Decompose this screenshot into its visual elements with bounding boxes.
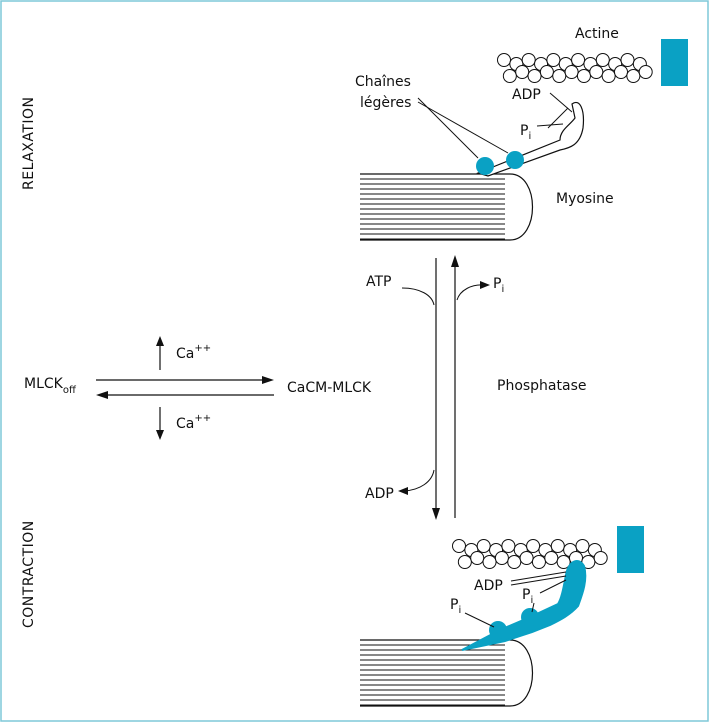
pi-top-label: Pi (520, 123, 531, 142)
actin-monomer (531, 555, 546, 569)
actin-monomer (556, 555, 571, 569)
light-chain-2 (506, 151, 524, 169)
actin-monomer (482, 555, 497, 569)
actin-monomer (620, 53, 635, 67)
myosin-head-attached (461, 560, 587, 651)
z-disc-top (661, 39, 688, 86)
actin-monomer (501, 539, 516, 553)
actin-monomer (502, 69, 517, 83)
actin-monomer (626, 69, 641, 83)
actin-monomer (595, 53, 610, 67)
adp-top-label: ADP (512, 87, 541, 103)
adp-bottom-label: ADP (474, 578, 503, 594)
actin-monomer (544, 551, 559, 565)
pi-mid-label: Pi (493, 276, 504, 295)
actin-monomer (575, 539, 590, 553)
pi-bottom-b-label: Pi (522, 587, 533, 606)
actin-monomer (546, 53, 561, 67)
myosin-filament-top (360, 173, 534, 241)
actine-label: Actine (575, 26, 619, 42)
contraction-label: CONTRACTION (21, 520, 37, 628)
actin-monomer (527, 69, 542, 83)
actin-monomer (576, 69, 591, 83)
ca-up-label: Ca++ (176, 343, 211, 362)
actin-monomer (494, 551, 509, 565)
cacm-mlck-label: CaCM-MLCK (287, 380, 372, 396)
actin-monomer (521, 53, 536, 67)
atp-label: ATP (366, 274, 391, 290)
actin-monomer (452, 539, 466, 553)
actin-monomer (476, 539, 491, 553)
actin-monomer (593, 551, 608, 565)
myosine-label: Myosine (556, 191, 614, 207)
actin-monomer (601, 69, 616, 83)
pi-bottom-a-label: Pi (450, 597, 461, 616)
phospho-light-chain-1 (489, 621, 507, 639)
ca-down-label: Ca++ (176, 413, 211, 432)
myosin-head-relaxed (476, 101, 585, 177)
actin-monomer (552, 69, 567, 83)
actin-monomer (515, 65, 530, 79)
adp-mid-label: ADP (365, 486, 394, 502)
phospho-light-chain-2 (521, 608, 539, 626)
actin-monomer (457, 555, 472, 569)
callout-line-2 (417, 101, 509, 154)
actin-monomer (550, 539, 565, 553)
actin-monomer (614, 65, 628, 79)
actin-monomer (539, 65, 554, 79)
actin-monomer (564, 65, 579, 79)
actin-filament-top (497, 53, 653, 83)
actin-monomer (638, 65, 653, 79)
myosin-filament-bottom (360, 639, 534, 707)
z-disc-bottom (617, 526, 644, 573)
mlck-off-label: MLCKoff (24, 376, 77, 396)
chaines-label-2: légères (360, 95, 411, 111)
actin-monomer (589, 65, 604, 79)
actin-monomer (507, 555, 522, 569)
actin-monomer (526, 539, 541, 553)
relaxation-label: RELAXATION (21, 96, 37, 190)
actin-monomer (470, 551, 485, 565)
actin-monomer (571, 53, 586, 67)
actin-monomer (519, 551, 534, 565)
actin-monomer (497, 53, 511, 67)
actin-filament-bottom (452, 539, 608, 569)
chaines-label-1: Chaînes (355, 74, 411, 90)
light-chain-1 (476, 157, 494, 175)
phosphatase-label: Phosphatase (497, 378, 587, 394)
